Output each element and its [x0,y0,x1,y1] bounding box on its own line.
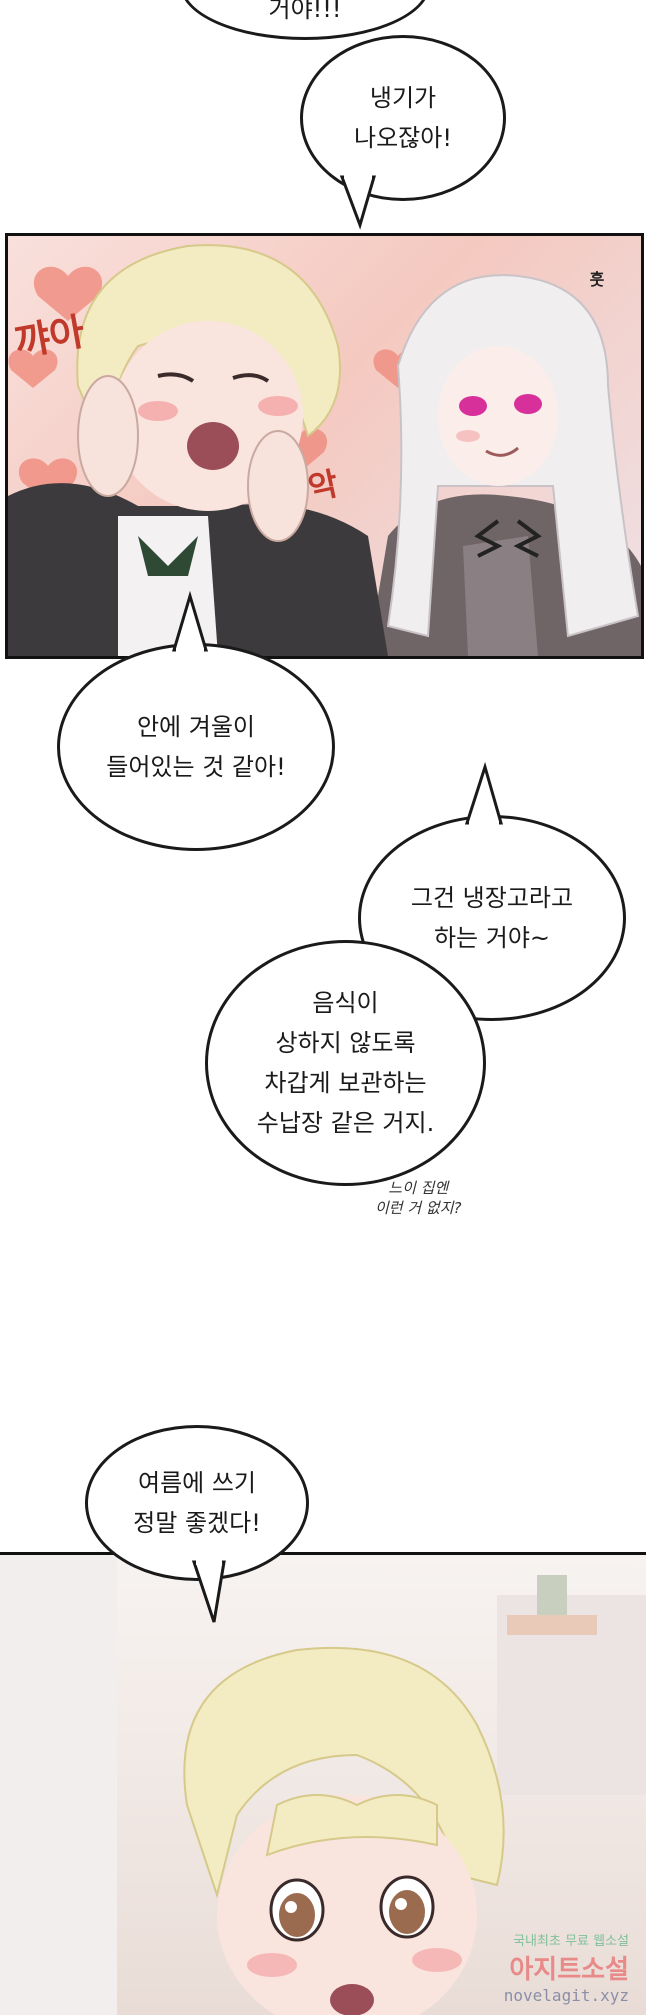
speech-bubble-text: 안에 겨울이 들어있는 것 같아! [106,713,286,781]
watermark-line-2: 아지트소설 [509,1955,629,1985]
side-note: 느이 집엔 이런 거 없지? [375,1179,462,1217]
speech-bubble-food-storage: 음식이 상하지 않도록 차갑게 보관하는 수납장 같은 거지. [205,940,486,1186]
watermark-line-3: novelagit.xyz [503,1986,629,2005]
speech-bubble-text: 그건 냉장고라고 하는 거야~ [410,884,574,952]
speech-bubble-tail [191,1560,226,1623]
comic-panel-2: 국내최초 무료 웹소설 아지트소설 novelagit.xyz [0,1552,646,2015]
speech-bubble-text: 거야!!! [268,0,342,23]
speech-bubble-summer: 여름에 쓰기 정말 좋겠다! [85,1425,309,1581]
comic-panel-1: 꺄아 악 훗 [5,233,644,659]
speech-bubble-cold-air: 냉기가 나오잖아! [300,35,506,201]
panel-2-art [0,1555,646,2015]
panel-1-art [8,244,641,656]
watermark: 국내최초 무료 웹소설 아지트소설 novelagit.xyz [504,1930,629,2005]
speech-bubble-top-partial: 거야!!! [180,0,430,40]
speech-bubble-text: 음식이 상하지 않도록 차갑게 보관하는 수납장 같은 거지. [256,989,435,1137]
speech-bubble-text: 여름에 쓰기 정말 좋겠다! [133,1469,261,1537]
sfx-hoot: 훗 [586,271,605,287]
speech-bubble-tail [171,590,209,654]
speech-bubble-tail [464,761,503,827]
speech-bubble-winter-inside: 안에 겨울이 들어있는 것 같아! [57,643,335,851]
watermark-line-1: 국내최초 무료 웹소설 [513,1934,629,1949]
speech-bubble-text: 냉기가 나오잖아! [354,84,452,152]
speech-bubble-tail [339,175,376,230]
